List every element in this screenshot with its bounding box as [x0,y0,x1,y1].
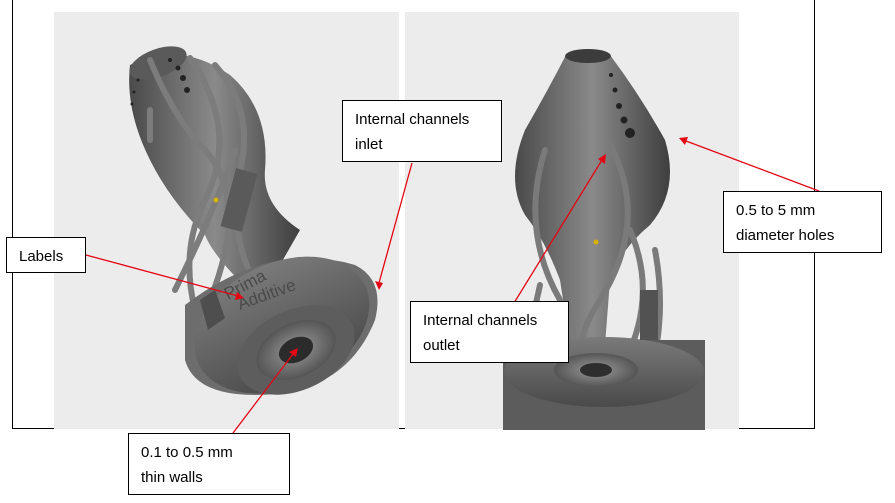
callout-walls-line1: 0.1 to 0.5 mm [141,444,233,461]
callout-diameter-holes: 0.5 to 5 mm diameter holes [723,191,882,253]
arrow-labels [85,254,239,297]
callout-labels-line1: Labels [19,248,64,265]
callout-inlet-line2: inlet [355,136,383,153]
arrow-inlet [378,162,413,284]
callout-labels: Labels [6,237,86,273]
callout-holes-line1: 0.5 to 5 mm [736,202,816,219]
arrow-inlet-head [375,281,383,290]
callout-holes-line2: diameter holes [736,227,835,244]
left-part-render: Prima Additive [129,46,378,395]
callout-internal-channels-inlet: Internal channels inlet [342,100,502,162]
arrow-outlet-head [598,154,606,164]
arrow-outlet [513,159,603,304]
callout-internal-channels-outlet: Internal channels outlet [410,301,569,363]
arrow-holes-head [679,137,688,145]
callout-outlet-line1: Internal channels [423,312,538,329]
arrow-walls [232,353,294,434]
arrow-holes [685,140,820,192]
annotation-arrows [85,137,820,434]
callout-inlet-line1: Internal channels [355,111,470,128]
callout-thin-walls: 0.1 to 0.5 mm thin walls [128,433,290,495]
callout-walls-line2: thin walls [141,469,203,486]
callout-outlet-line2: outlet [423,337,460,354]
arrow-labels-head [235,292,244,300]
arrow-walls-head [289,348,298,357]
